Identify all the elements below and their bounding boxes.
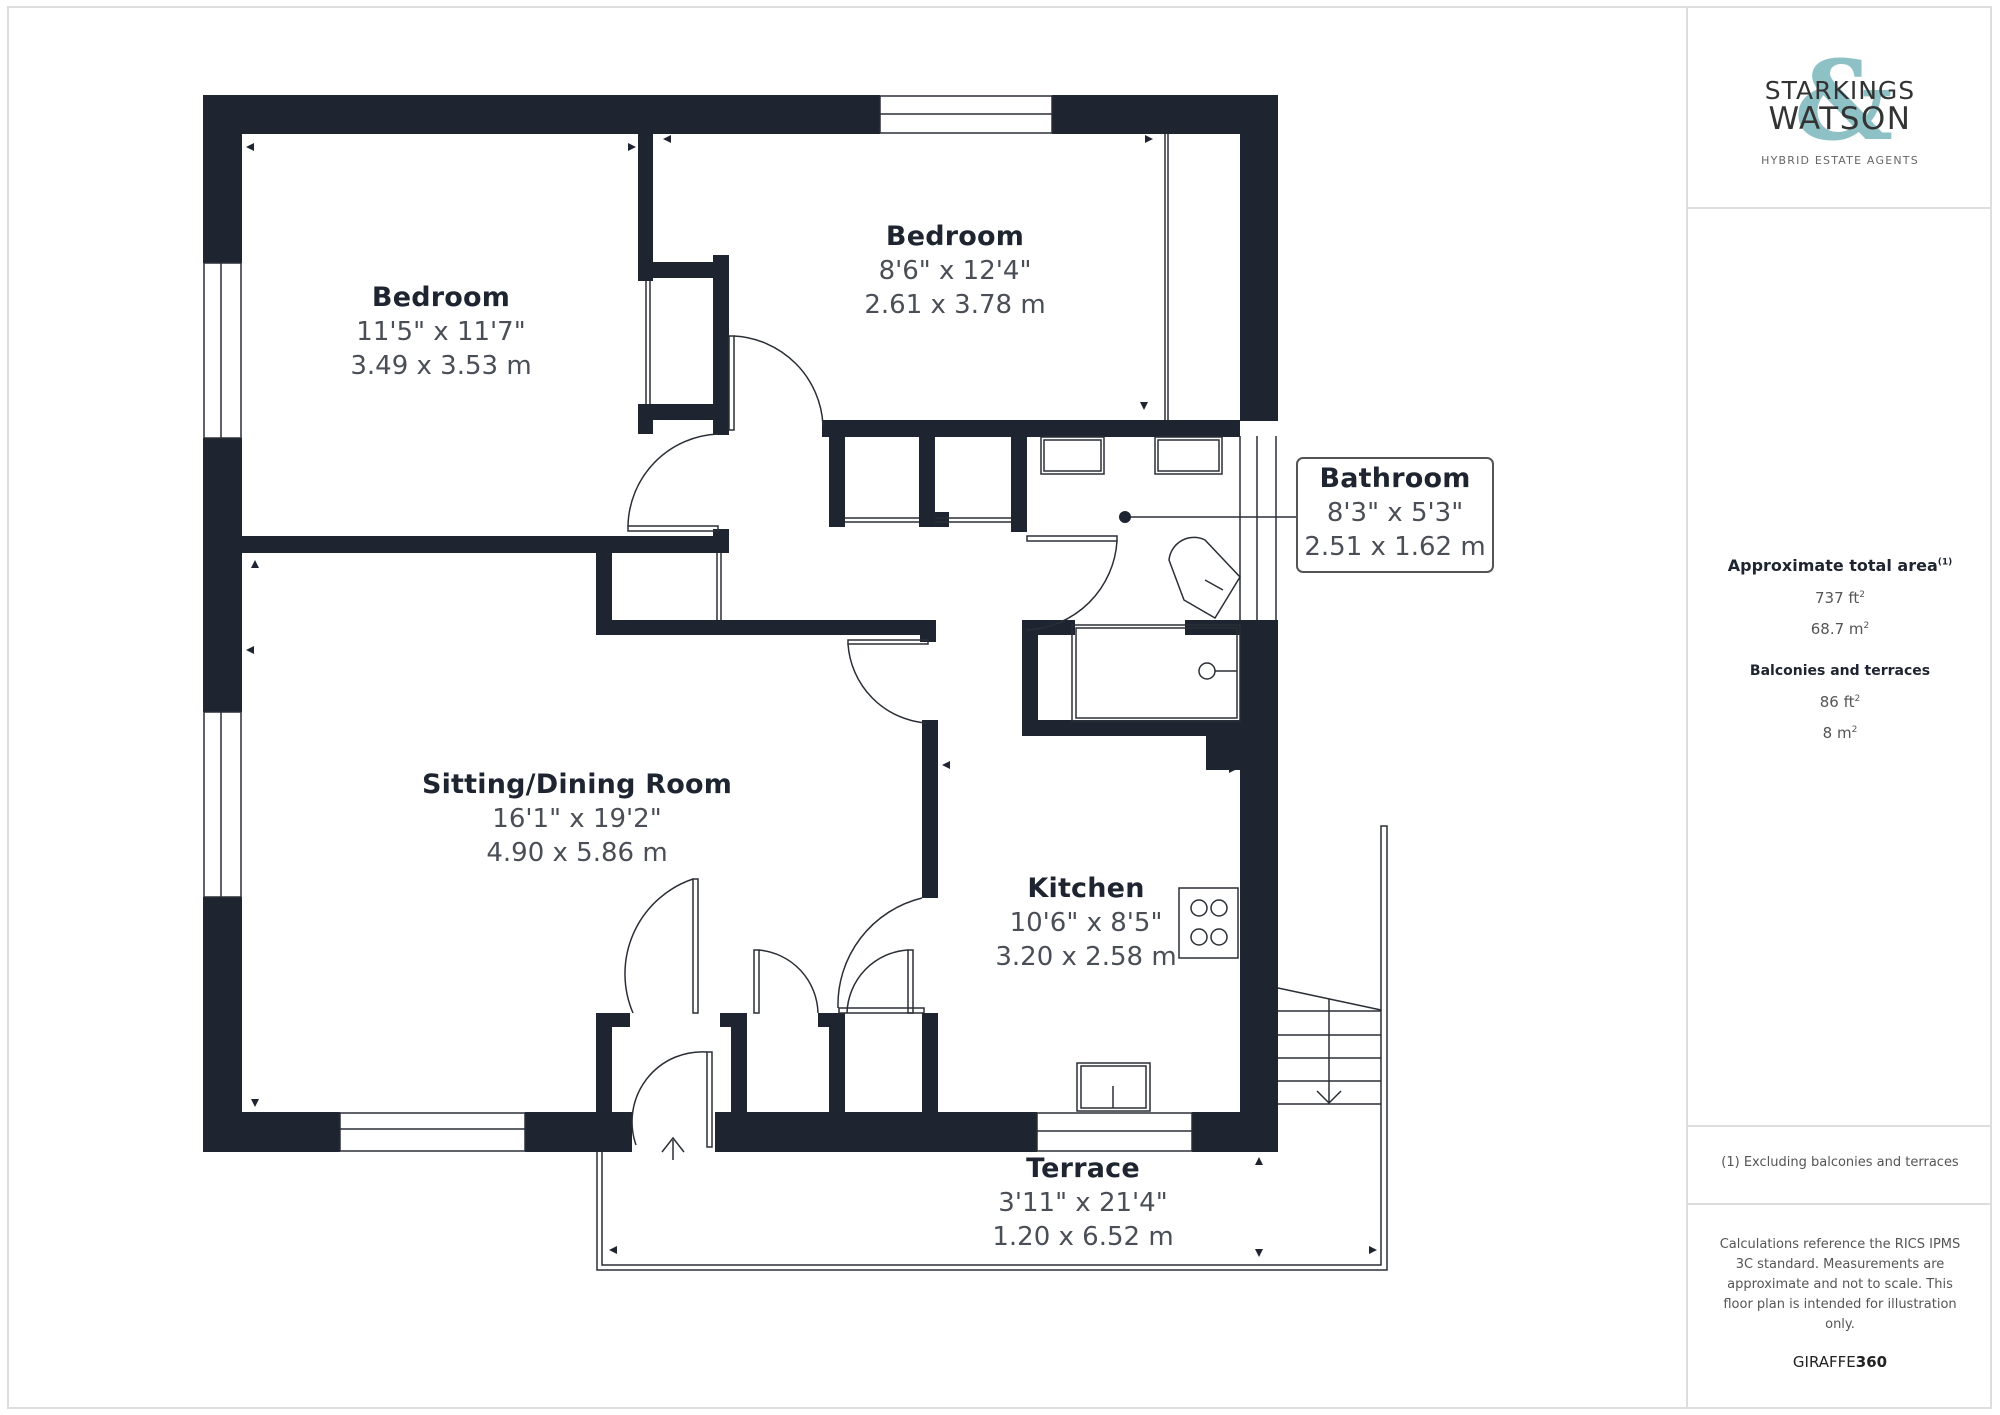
bathroom-callout-box xyxy=(1296,457,1494,573)
room-dimensions-imperial: 8'3" x 5'3" xyxy=(1326,498,1464,528)
room-dimensions-metric: 2.51 x 1.62 m xyxy=(1304,532,1486,562)
total-area-title: Approximate total area(1) xyxy=(1727,556,1953,575)
room-label-bedroom-2: Bedroom 8'6" x 12'4" 2.61 x 3.78 m xyxy=(864,220,1045,322)
floor-plan-drawing xyxy=(203,95,1388,1271)
ampersand-logo-mark: & xyxy=(1794,36,1894,165)
room-name: Bedroom xyxy=(371,282,511,313)
room-dimensions-metric: 4.90 x 5.86 m xyxy=(486,838,668,868)
room-label-sitting-dining: Sitting/Dining Room 16'1" x 19'2" 4.90 x… xyxy=(422,768,732,870)
room-dimensions-imperial: 11'5" x 11'7" xyxy=(356,317,526,347)
room-name: Terrace xyxy=(1026,1153,1140,1184)
dimension-arrows xyxy=(246,135,1377,1257)
room-name: Bathroom xyxy=(1319,463,1471,494)
room-name: Bedroom xyxy=(885,221,1025,252)
footnote-section: (1) Excluding balconies and terraces xyxy=(1688,1127,1992,1205)
room-label-bedroom-1: Bedroom 11'5" x 11'7" 3.49 x 3.53 m xyxy=(350,281,531,383)
room-name: Kitchen xyxy=(1027,873,1145,904)
page-frame xyxy=(7,6,1992,1409)
info-sidebar: & STARKINGS WATSON HYBRID ESTATE AGENTS … xyxy=(1686,6,1992,1409)
room-name: Sitting/Dining Room xyxy=(421,769,733,800)
bathroom-marker-dot xyxy=(1119,511,1131,523)
disclaimer-section: Calculations reference the RICS IPMS 3C … xyxy=(1688,1205,1992,1409)
area-summary: Approximate total area(1) 737 ft2 68.7 m… xyxy=(1688,209,1992,1127)
total-area-sqft: 737 ft2 xyxy=(1814,589,1866,607)
total-area-sqm: 68.7 m2 xyxy=(1810,620,1870,638)
room-label-bathroom: Bathroom 8'3" x 5'3" 2.51 x 1.62 m xyxy=(1304,462,1485,564)
room-dimensions-imperial: 3'11" x 21'4" xyxy=(998,1188,1168,1218)
brand-logo: & STARKINGS WATSON HYBRID ESTATE AGENTS xyxy=(1688,6,1992,209)
brand-tagline: HYBRID ESTATE AGENTS xyxy=(1761,154,1919,167)
walls xyxy=(203,95,1278,1152)
balconies-sqft: 86 ft2 xyxy=(1819,693,1861,711)
fixtures xyxy=(203,95,1388,1271)
provider-logo: GIRAFFE360 xyxy=(1792,1353,1888,1371)
floor-plan: Bedroom 11'5" x 11'7" 3.49 x 3.53 m Bedr… xyxy=(203,95,1494,1271)
disclaimer-text: Calculations reference the RICS IPMS 3C … xyxy=(1719,1237,1961,1332)
footnote-text: (1) Excluding balconies and terraces xyxy=(1721,1155,1959,1170)
room-dimensions-metric: 1.20 x 6.52 m xyxy=(992,1222,1174,1252)
brand-name-line2: WATSON xyxy=(1768,101,1912,137)
balconies-sqm: 8 m2 xyxy=(1822,724,1858,742)
room-dimensions-metric: 3.20 x 2.58 m xyxy=(995,942,1177,972)
room-dimensions-imperial: 16'1" x 19'2" xyxy=(492,804,662,834)
room-dimensions-imperial: 8'6" x 12'4" xyxy=(878,256,1032,286)
balconies-title: Balconies and terraces xyxy=(1749,663,1931,679)
room-label-kitchen: Kitchen 10'6" x 8'5" 3.20 x 2.58 m xyxy=(995,872,1176,974)
room-dimensions-metric: 3.49 x 3.53 m xyxy=(350,351,532,381)
room-dimensions-metric: 2.61 x 3.78 m xyxy=(864,290,1046,320)
room-label-terrace: Terrace 3'11" x 21'4" 1.20 x 6.52 m xyxy=(992,1152,1173,1254)
brand-name-line1: STARKINGS xyxy=(1764,76,1916,105)
room-dimensions-imperial: 10'6" x 8'5" xyxy=(1009,908,1163,938)
